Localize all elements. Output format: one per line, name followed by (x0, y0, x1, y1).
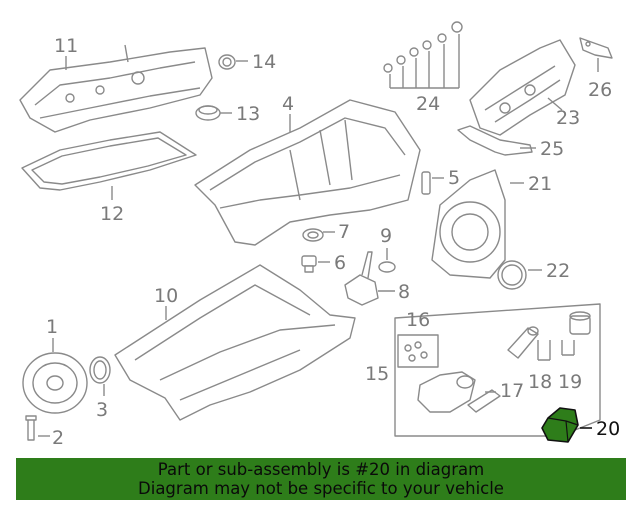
callout-20: 20 (596, 418, 620, 440)
callout-23: 23 (556, 107, 580, 129)
timing-cover-part (431, 169, 506, 279)
seal-ring-part (497, 260, 527, 290)
filter-element-part (507, 326, 539, 359)
valve-cover-part (19, 44, 213, 133)
bolt-part (25, 415, 37, 441)
o-ring-part (378, 261, 396, 273)
callout-14: 14 (252, 51, 276, 73)
gasket-part (467, 389, 501, 413)
intake-manifold-part (469, 39, 576, 136)
callout-17: 17 (500, 380, 524, 402)
callout-1: 1 (46, 316, 58, 338)
oil-cap-part (195, 105, 221, 121)
callout-3: 3 (96, 399, 108, 421)
vibration-damper-part (22, 352, 88, 414)
callout-6: 6 (334, 252, 346, 274)
callout-11: 11 (54, 35, 78, 57)
filler-cap-part (218, 54, 236, 70)
callout-25: 25 (540, 138, 564, 160)
callout-16: 16 (406, 309, 430, 331)
upper-oil-pan-part (194, 99, 421, 246)
valve-cover-gasket-part (21, 131, 197, 191)
callout-19: 19 (558, 371, 582, 393)
lower-oil-pan-part (114, 264, 356, 421)
banner-line-2: Diagram may not be specific to your vehi… (138, 479, 504, 498)
callout-26: 26 (588, 79, 612, 101)
callout-21: 21 (528, 173, 552, 195)
drain-plug-part (301, 255, 317, 273)
filter-housing-part (417, 371, 476, 413)
front-seal-part (89, 356, 111, 384)
gasket-washer-part (302, 228, 324, 242)
callout-2: 2 (52, 427, 64, 449)
callout-9: 9 (380, 225, 392, 247)
callout-15: 15 (365, 363, 389, 385)
oil-level-sensor-part (344, 251, 379, 306)
callout-12: 12 (100, 203, 124, 225)
highlighted-part-20[interactable] (541, 407, 579, 443)
banner-line-1: Part or sub-assembly is #20 in diagram (157, 460, 485, 479)
filter-cap-part (569, 311, 591, 335)
callout-8: 8 (398, 281, 410, 303)
support-bracket-part (457, 125, 533, 156)
callout-18: 18 (528, 371, 552, 393)
seal-kit-part (397, 334, 439, 368)
callout-22: 22 (546, 260, 570, 282)
callout-5: 5 (448, 167, 460, 189)
notice-banner: Part or sub-assembly is #20 in diagram D… (16, 458, 626, 500)
callout-7: 7 (338, 221, 350, 243)
sensor-part (421, 171, 431, 195)
callout-4: 4 (282, 93, 294, 115)
parts-diagram: 11 14 13 12 4 24 (19, 21, 620, 449)
callout-24: 24 (416, 93, 440, 115)
plug-set-part (383, 21, 463, 73)
callout-10: 10 (154, 285, 178, 307)
bracket-part (579, 37, 613, 59)
callout-13: 13 (236, 103, 260, 125)
